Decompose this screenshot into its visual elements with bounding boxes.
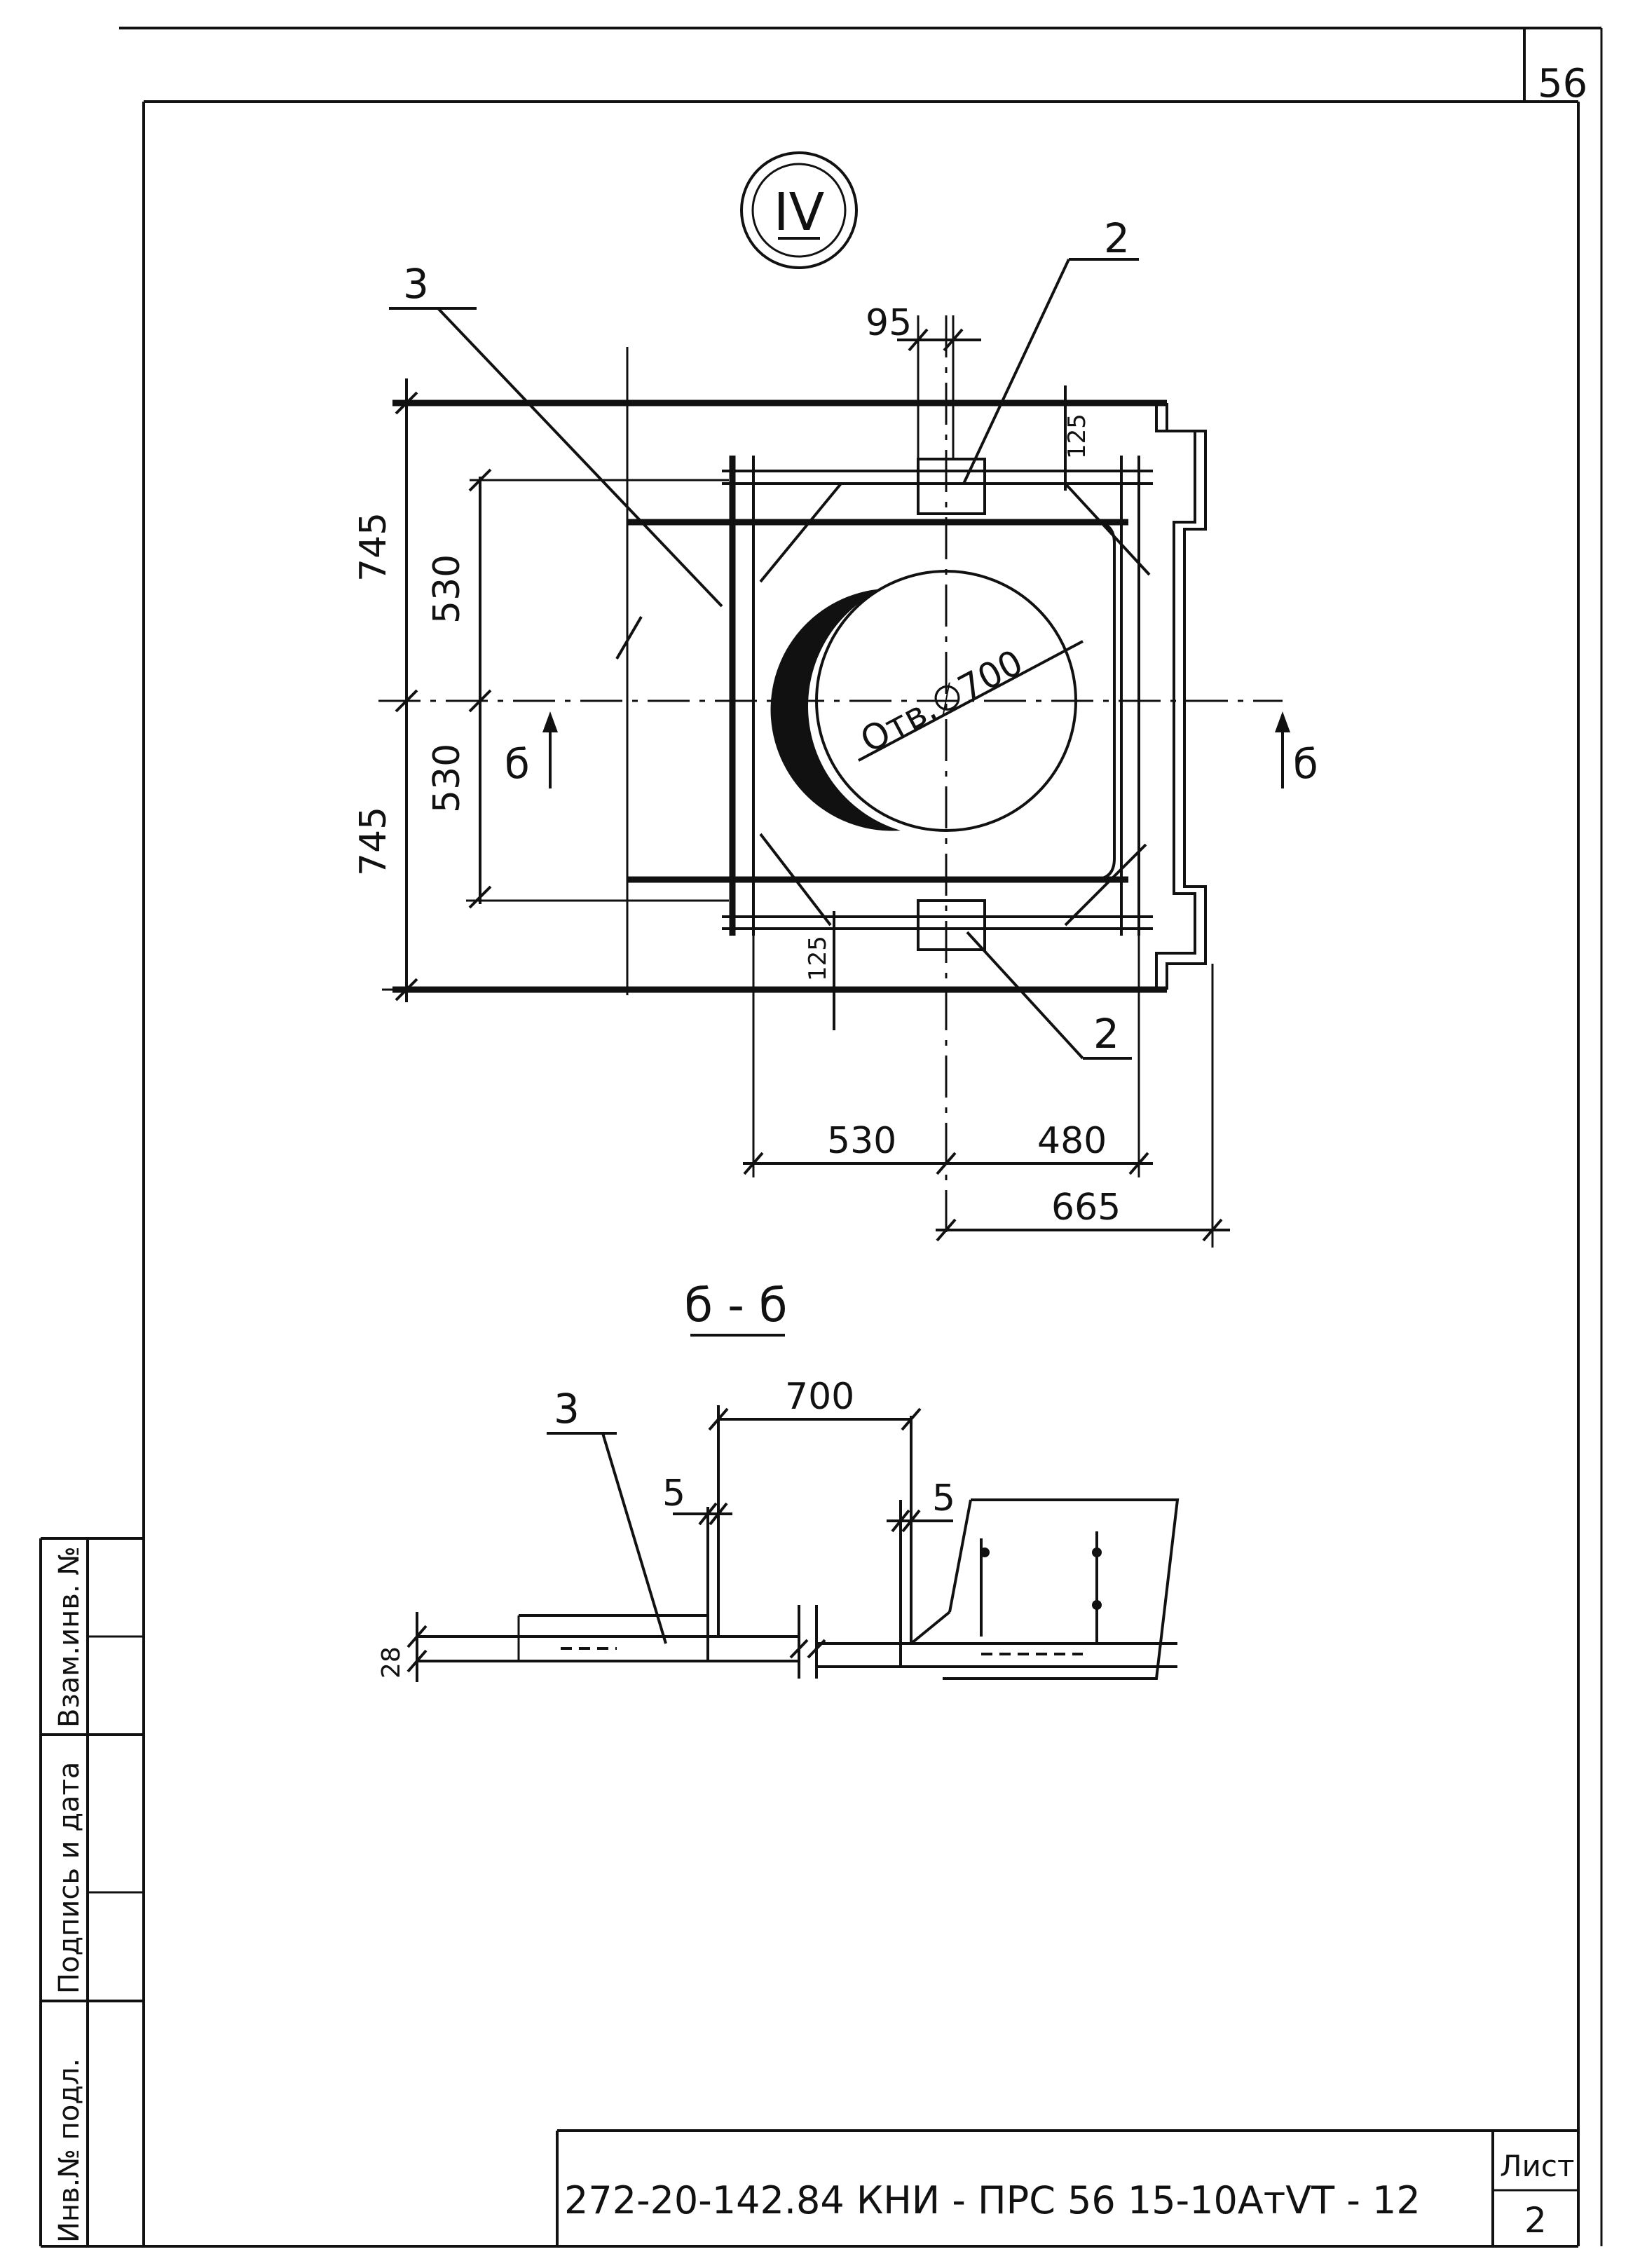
plan-dim-480: 480 [1037, 1120, 1107, 1162]
section-dim-700: 700 [785, 1376, 854, 1418]
plan-callout-3: 3 [403, 260, 429, 308]
section-view [406, 1405, 1180, 1682]
plan-dim-530-top: 530 [426, 554, 468, 624]
sheet-label: Лист [1500, 2149, 1574, 2183]
plan-dim-665: 665 [1051, 1187, 1121, 1229]
sheet-number: 2 [1524, 2200, 1547, 2241]
section-title: б - б [684, 1278, 787, 1332]
plan-dim-530-horizontal: 530 [827, 1120, 896, 1162]
plan-callout-2-bottom: 2 [1093, 1010, 1119, 1058]
plan-view [378, 258, 1290, 1248]
section-dim-28: 28 [377, 1646, 406, 1679]
plan-callout-2-top: 2 [1104, 214, 1130, 262]
plan-dim-125-bottom: 125 [804, 936, 832, 981]
stamp-inv-podl: Инв.№ подл. [53, 2058, 86, 2243]
stamp-podpis-data: Подпись и дата [53, 1762, 86, 1994]
plan-dim-745-top: 745 [353, 512, 395, 582]
stamp-vzam-inv: Взам.инв. № [53, 1546, 86, 1728]
page-number: 56 [1538, 61, 1587, 107]
plan-section-mark-right: б [1293, 740, 1318, 788]
plan-dim-530-bottom: 530 [426, 744, 468, 813]
plan-dim-95: 95 [866, 302, 912, 344]
view-marker [740, 151, 858, 269]
title-block [556, 2129, 1578, 2246]
plan-dim-125-top: 125 [1063, 414, 1091, 459]
view-label: IV [774, 182, 825, 242]
section-dim-5-right: 5 [932, 1477, 955, 1519]
plan-section-mark-left: б [505, 740, 530, 788]
section-dim-5-left: 5 [662, 1473, 685, 1515]
drawing-code: 272-20-142.84 КНИ - ПРС 56 15-10АтVТ - 1… [564, 2178, 1421, 2222]
side-stamp [39, 1537, 144, 2248]
sheet-frame [119, 27, 1603, 2248]
plan-dim-745-bottom: 745 [353, 807, 395, 876]
section-callout-3: 3 [554, 1385, 580, 1433]
